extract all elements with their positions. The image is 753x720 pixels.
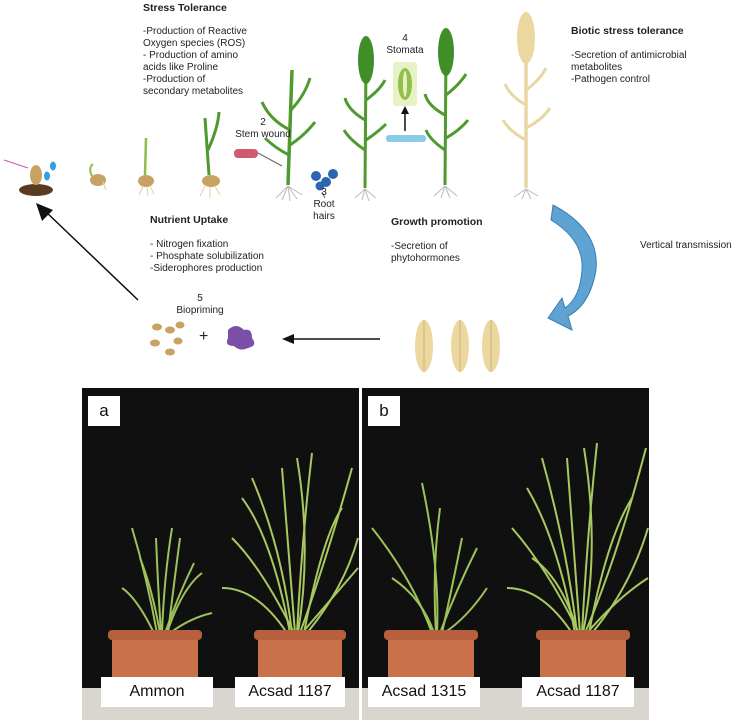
- stomata-number: 4: [402, 33, 408, 44]
- photo-b-image: [362, 388, 649, 720]
- biopriming-number: 5: [197, 293, 203, 304]
- stem-wound-icon: [234, 149, 283, 167]
- nutrient-uptake-block: Nutrient Uptake - Nitrogen fixation - Ph…: [150, 214, 264, 275]
- sowing-arrow: [36, 203, 139, 301]
- stress-line: -Production of Reactive: [143, 26, 247, 37]
- heading-plant-icon: [342, 36, 388, 202]
- stem-wound-number: 2: [260, 117, 266, 128]
- photo-panel-a: a Ammon Acsad 1187: [82, 388, 359, 720]
- vertical-transmission-arrow: [547, 204, 597, 331]
- biotic-line: metabolites: [571, 62, 623, 73]
- harvest-arrow: [282, 334, 380, 344]
- panel-b-right-label: Acsad 1187: [522, 677, 634, 707]
- germinating-seed-icon: [89, 163, 107, 191]
- growth-promotion-block: Growth promotion -Secretion of phytohorm…: [391, 216, 483, 265]
- biopriming-label: 5 Biopriming: [170, 293, 230, 317]
- root-hairs-number: 3: [321, 187, 327, 198]
- panel-b-left-label: Acsad 1315: [368, 677, 480, 707]
- panel-b-letter: b: [368, 396, 400, 426]
- biotic-stress-block: Biotic stress tolerance -Secretion of an…: [571, 25, 687, 86]
- stress-tolerance-title: Stress Tolerance: [143, 2, 227, 14]
- young-plant-icon: [199, 111, 221, 198]
- biotic-stress-title: Biotic stress tolerance: [571, 25, 684, 37]
- photo-panel-b: b Acsad 1315 Acsad 1187: [362, 388, 649, 720]
- biotic-line: -Secretion of antimicrobial: [571, 50, 687, 61]
- biopriming-seeds-icon: [150, 321, 185, 356]
- stem-wound-label: 2 Stem wound: [228, 117, 298, 141]
- growth-promotion-title: Growth promotion: [391, 216, 483, 228]
- nutrient-uptake-title: Nutrient Uptake: [150, 214, 229, 226]
- stem-wound-text: Stem wound: [235, 129, 291, 140]
- stress-tolerance-block: Stress Tolerance -Production of Reactive…: [143, 2, 247, 98]
- vertical-transmission-label: Vertical transmission: [640, 240, 732, 251]
- root-hairs-label: 3 Root hairs: [306, 187, 342, 223]
- stomata-text: Stomata: [386, 45, 424, 56]
- stomata-icon: [386, 62, 426, 142]
- stress-line: Oxygen species (ROS): [143, 38, 246, 49]
- stress-line: secondary metabolites: [143, 86, 244, 97]
- dry-plant-icon: [501, 12, 552, 200]
- panel-a-left-label: Ammon: [101, 677, 213, 707]
- root-hairs-text: Root: [313, 199, 335, 210]
- nutrient-line: - Phosphate solubilization: [150, 251, 264, 262]
- stress-line: acids like Proline: [143, 62, 219, 73]
- panel-a-letter: a: [88, 396, 120, 426]
- stress-line: -Production of: [143, 74, 206, 85]
- nutrient-line: - Nitrogen fixation: [150, 239, 229, 250]
- root-hairs-text-2: hairs: [313, 211, 335, 222]
- panel-a-right-label: Acsad 1187: [235, 677, 345, 707]
- biopriming-text: Biopriming: [176, 305, 224, 316]
- biopriming-plus: +: [199, 328, 209, 345]
- growth-line: -Secretion of: [391, 241, 448, 252]
- bacteria-cluster-icon: [226, 326, 255, 350]
- wheat-ears-icon: [415, 320, 500, 372]
- seed-inoculation-icon: [3, 159, 56, 196]
- growth-line: phytohormones: [391, 253, 460, 264]
- photo-a-image: [82, 388, 359, 720]
- growing-plant-icon: [260, 69, 317, 202]
- seedling-icon: [138, 137, 155, 197]
- biotic-line: -Pathogen control: [571, 74, 650, 85]
- nutrient-line: -Siderophores production: [150, 263, 263, 274]
- stomata-label: 4 Stomata: [382, 33, 428, 57]
- root-bacteria-icon: [311, 169, 338, 199]
- stress-line: - Production of amino: [143, 50, 239, 61]
- lifecycle-diagram: [3, 12, 597, 372]
- mature-plant-icon: [423, 28, 470, 199]
